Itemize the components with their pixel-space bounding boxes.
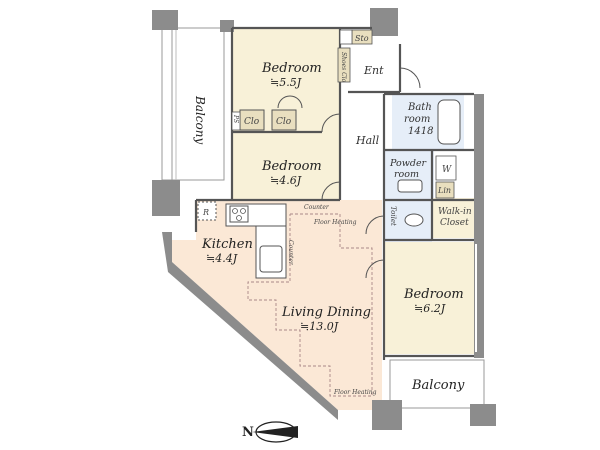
burner xyxy=(232,208,238,214)
balcony-bottom-floor xyxy=(389,359,485,409)
door-swing xyxy=(399,67,421,89)
walkin-name-2: Closet xyxy=(440,218,469,228)
powder-sink xyxy=(397,179,423,193)
floor-heating-label-2: Floor Heating xyxy=(333,389,377,396)
balcony-bottom-name: Balcony xyxy=(411,378,465,393)
column-top-right xyxy=(370,8,398,36)
stove xyxy=(229,205,249,223)
walls xyxy=(152,8,496,430)
shoes-closet-label: Shoes Clo xyxy=(340,52,347,83)
bedroom-right-floor xyxy=(384,242,476,354)
wall-lines xyxy=(194,26,474,360)
column-top-left xyxy=(152,10,178,30)
pipe-space xyxy=(231,111,241,131)
counter-side-label: Counter xyxy=(287,240,294,266)
linen-label: Lin xyxy=(437,186,451,195)
toilet-bowl xyxy=(404,213,424,227)
living-area: ≒13.0J xyxy=(300,320,339,333)
bedroom-mid-floor xyxy=(232,132,340,200)
wall-top-left xyxy=(220,20,234,32)
column-bottom-right xyxy=(372,400,402,430)
kitchen-name: Kitchen xyxy=(201,237,253,252)
door-swing xyxy=(365,259,385,279)
toilet-label: Toilet xyxy=(389,206,397,226)
compass: N xyxy=(242,421,298,443)
pipe-space-label: PS xyxy=(232,114,239,123)
column-mid-left xyxy=(152,180,180,216)
kitchen-area: ≒4.4J xyxy=(206,252,238,265)
bedroom-mid-area: ≒4.6J xyxy=(270,174,302,187)
bath-name-2: room xyxy=(404,114,430,125)
washer-label: W xyxy=(442,165,452,175)
floor-heating-label-1: Floor Heating xyxy=(313,219,357,226)
wall-diagonal xyxy=(162,232,338,420)
burner xyxy=(236,215,242,221)
bedroom-right-area: ≒6.2J xyxy=(414,302,446,315)
living-kitchen-floor xyxy=(172,200,382,410)
door-swing xyxy=(289,95,303,109)
bedroom-top-area: ≒5.5J xyxy=(270,76,302,89)
refrigerator-label: R xyxy=(202,208,209,217)
shoes-closet xyxy=(337,47,351,83)
washer-space xyxy=(435,155,457,181)
linen-closet xyxy=(435,181,455,199)
entrance-name: Ent xyxy=(363,64,384,77)
wall-bottom-right xyxy=(470,404,496,426)
living-name: Living Dining xyxy=(281,305,371,320)
bathtub xyxy=(437,99,461,145)
floor-heating-area xyxy=(247,213,373,397)
door-swing xyxy=(365,215,385,235)
compass-arrow-icon xyxy=(252,426,298,438)
wall-right-long xyxy=(474,94,484,358)
door-swing xyxy=(321,181,341,201)
walkin-name-1: Walk-in xyxy=(438,207,472,217)
door-swing xyxy=(321,113,341,133)
bedroom-top-name: Bedroom xyxy=(261,61,322,76)
storage-sto-label: Sto xyxy=(355,34,369,43)
compass-label: N xyxy=(242,425,254,440)
doors xyxy=(277,67,421,279)
powder-name-1: Powder xyxy=(389,158,428,169)
hall-name: Hall xyxy=(355,134,380,147)
bath-name-1: Bath xyxy=(407,102,432,113)
powder-name-2: room xyxy=(394,169,419,180)
bedroom-mid-name: Bedroom xyxy=(261,159,322,174)
closet-2-label: Clo xyxy=(276,117,292,127)
door-swing xyxy=(277,95,291,109)
kitchen-sink xyxy=(259,245,283,273)
bedroom-right-name: Bedroom xyxy=(403,287,464,302)
balcony-left-floor xyxy=(161,27,225,181)
burner xyxy=(240,208,246,214)
closet-1-label: Clo xyxy=(244,117,260,127)
closet-2 xyxy=(271,109,297,131)
storage-small xyxy=(339,29,353,45)
counter-top-label: Counter xyxy=(304,204,330,211)
balcony-left-name: Balcony xyxy=(193,95,207,144)
walkin-floor xyxy=(432,198,476,238)
entrance-floor xyxy=(348,46,400,92)
bath-size: 1418 xyxy=(408,126,433,137)
refrigerator xyxy=(197,201,217,221)
